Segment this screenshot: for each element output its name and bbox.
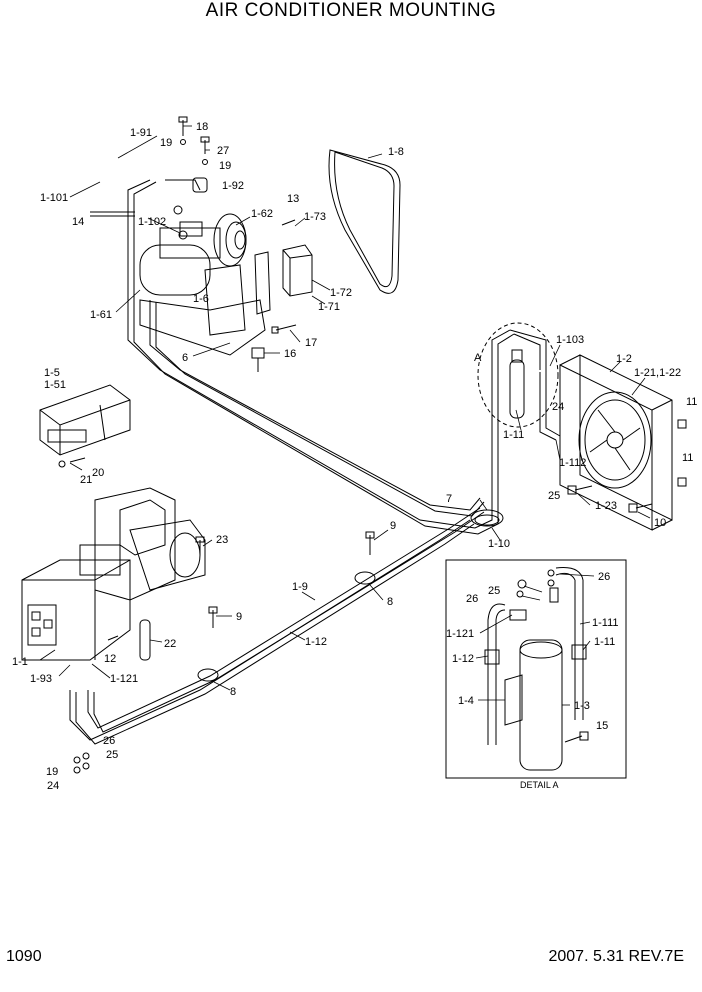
leader-lines bbox=[39, 125, 651, 706]
drive-belt bbox=[328, 149, 401, 294]
relay-unit bbox=[254, 244, 313, 315]
compressor-assembly bbox=[139, 177, 266, 356]
callout-1-71: 1-71 bbox=[318, 301, 340, 313]
callout-27: 27 bbox=[217, 145, 229, 157]
callout-24b: 24 bbox=[47, 780, 59, 792]
callout-1-91: 1-91 bbox=[130, 127, 152, 139]
callout-9b: 9 bbox=[236, 611, 242, 623]
callout-1-102: 1-102 bbox=[138, 216, 166, 228]
callout-21: 21 bbox=[80, 474, 92, 486]
callout-1-121b: 1-121 bbox=[446, 628, 474, 640]
callout-labels: 1-91 18 19 27 19 1-92 1-101 14 1-102 1-6… bbox=[12, 121, 697, 792]
callout-23: 23 bbox=[216, 534, 228, 546]
callout-19b: 19 bbox=[219, 160, 231, 172]
callout-20: 20 bbox=[92, 467, 104, 479]
callout-8a: 8 bbox=[387, 596, 393, 608]
callout-1-111: 1-111 bbox=[592, 617, 619, 629]
hvac-unit bbox=[21, 487, 206, 661]
callout-1-51: 1-51 bbox=[44, 379, 66, 391]
callout-1-92: 1-92 bbox=[222, 180, 244, 192]
callout-1-112: 1-112 bbox=[559, 457, 586, 469]
control-panel bbox=[39, 384, 131, 456]
callout-1-8: 1-8 bbox=[388, 146, 404, 158]
callout-1-2: 1-2 bbox=[616, 353, 632, 365]
callout-12: 12 bbox=[104, 653, 116, 665]
callout-24a: 24 bbox=[552, 401, 564, 413]
callout-25b: 25 bbox=[106, 749, 118, 761]
callout-26c: 26 bbox=[598, 571, 610, 583]
page-number: 1090 bbox=[6, 948, 42, 965]
callout-18: 18 bbox=[196, 121, 208, 133]
callout-11a: 11 bbox=[686, 396, 697, 408]
receiver-drier-top bbox=[477, 322, 559, 428]
revision-date: 2007. 5.31 REV.7E bbox=[548, 948, 684, 965]
callout-1-12b: 1-12 bbox=[452, 653, 474, 665]
callout-14: 14 bbox=[72, 216, 84, 228]
callout-11b: 11 bbox=[682, 452, 693, 464]
callout-1-11b: 1-11 bbox=[594, 636, 615, 648]
detail-a-caption: DETAIL A bbox=[520, 780, 559, 790]
callout-1-101: 1-101 bbox=[40, 192, 68, 204]
callout-1-21: 1-21,1-22 bbox=[634, 367, 681, 379]
callout-15: 15 bbox=[596, 720, 608, 732]
callout-1-61: 1-61 bbox=[90, 309, 112, 321]
callout-26b: 26 bbox=[466, 593, 478, 605]
callout-26a: 26 bbox=[103, 735, 115, 747]
callout-9a: 9 bbox=[390, 520, 396, 532]
callout-1-11a: 1-11 bbox=[503, 429, 524, 441]
callout-1-10: 1-10 bbox=[488, 538, 510, 550]
callout-16: 16 bbox=[284, 348, 296, 360]
callout-1-72: 1-72 bbox=[330, 287, 352, 299]
callout-1-5: 1-5 bbox=[44, 367, 60, 379]
callout-17: 17 bbox=[305, 337, 317, 349]
callout-7: 7 bbox=[446, 493, 452, 505]
callout-10: 10 bbox=[654, 517, 666, 529]
callout-1-103: 1-103 bbox=[556, 334, 584, 346]
callout-1-4: 1-4 bbox=[458, 695, 474, 707]
hose-lines bbox=[69, 179, 561, 745]
page-title: AIR CONDITIONER MOUNTING bbox=[205, 0, 497, 21]
callout-1-6: 1-6 bbox=[193, 293, 209, 305]
callout-1-62: 1-62 bbox=[251, 208, 273, 220]
callout-25a: 25 bbox=[548, 490, 560, 502]
callout-19a: 19 bbox=[160, 137, 172, 149]
callout-25c: 25 bbox=[488, 585, 500, 597]
callout-6: 6 bbox=[182, 352, 188, 364]
callout-1-121a: 1-121 bbox=[110, 673, 138, 685]
callout-13: 13 bbox=[287, 193, 299, 205]
callout-1-23: 1-23 bbox=[595, 500, 617, 512]
callout-1-9: 1-9 bbox=[292, 581, 308, 593]
callout-8b: 8 bbox=[230, 686, 236, 698]
callout-1-93: 1-93 bbox=[30, 673, 52, 685]
condenser-fan bbox=[559, 354, 687, 531]
callout-1-1: 1-1 bbox=[12, 656, 28, 668]
callout-A: A bbox=[474, 352, 482, 364]
callout-1-12a: 1-12 bbox=[305, 636, 327, 648]
callout-22: 22 bbox=[164, 638, 176, 650]
callout-19c: 19 bbox=[46, 766, 58, 778]
callout-1-3: 1-3 bbox=[574, 700, 590, 712]
callout-1-73: 1-73 bbox=[304, 211, 326, 223]
